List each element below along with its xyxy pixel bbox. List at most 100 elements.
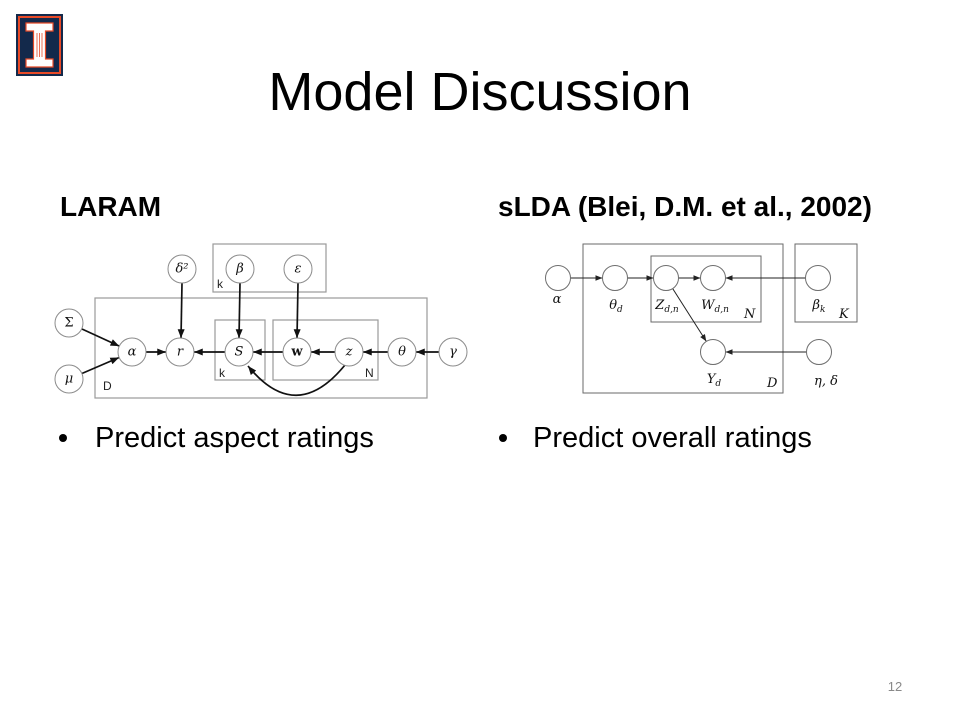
node-z: z	[334, 337, 364, 367]
node-r-observed: r	[165, 337, 195, 367]
slide-title: Model Discussion	[268, 62, 692, 122]
node-delta-squared: δ²	[167, 254, 197, 284]
bullet-marker	[59, 434, 67, 442]
node-theta-d: θd	[602, 265, 628, 315]
node-label: Yd	[707, 372, 722, 389]
node-alpha: α	[117, 337, 147, 367]
node-label: z	[345, 345, 353, 360]
node-theta: θ	[387, 337, 417, 367]
node-circle	[805, 265, 831, 291]
node-label-main: W	[701, 298, 716, 313]
node-sigma: Σ	[54, 308, 84, 338]
edge-sigma-to-alpha	[81, 328, 120, 347]
node-circle-shaded	[165, 337, 195, 367]
slda-heading: sLDA (Blei, D.M. et al., 2002)	[498, 191, 872, 222]
node-circle	[224, 337, 254, 367]
node-circle-shaded	[700, 339, 726, 365]
node-label-main: Z	[654, 298, 665, 313]
laram-bullet: Predict aspect ratings	[95, 422, 374, 454]
node-circle	[806, 339, 832, 365]
node-label-subscript: d	[617, 305, 623, 315]
node-circle	[117, 337, 147, 367]
node-label: γ	[449, 345, 457, 360]
plate-d	[94, 297, 428, 399]
node-label-main: θ	[609, 298, 617, 313]
node-label: μ	[65, 372, 73, 387]
node-s: S	[224, 337, 254, 367]
node-label: α	[128, 345, 137, 360]
node-label: Σ	[64, 316, 73, 331]
node-w-observed: w	[282, 337, 312, 367]
node-label: θ	[398, 345, 406, 360]
node-label-subscript: d,n	[664, 305, 679, 315]
node-label-main: β	[812, 298, 821, 313]
node-label: β	[235, 262, 244, 277]
node-label: θd	[609, 298, 623, 315]
node-eta-delta: η, δ	[806, 339, 838, 389]
node-circle-shaded	[700, 265, 726, 291]
node-label: S	[235, 345, 244, 360]
node-circle	[602, 265, 628, 291]
logo-frame	[18, 16, 61, 74]
node-label-main: η, δ	[814, 374, 838, 389]
plate-k	[794, 243, 858, 323]
node-mu: μ	[54, 364, 84, 394]
node-circle	[545, 265, 571, 291]
node-beta-k: βk	[805, 265, 831, 315]
node-label-subscript: d	[715, 379, 721, 389]
node-label: δ²	[175, 262, 188, 277]
plate-n	[650, 255, 762, 323]
node-label: α	[553, 292, 562, 307]
node-label: Zd,n	[654, 298, 679, 315]
plate-d	[582, 243, 784, 394]
node-label: Wd,n	[701, 298, 729, 315]
node-circle	[167, 254, 197, 284]
edge-delta2-to-r	[177, 282, 185, 339]
node-label: ε	[295, 262, 302, 277]
plate-label-n: N	[365, 366, 374, 380]
node-z-dn: Zd,n	[653, 265, 679, 315]
plate-label-k: K	[838, 307, 850, 322]
slda-graphical-model: D N K α θd Zd,n Wd,n βk	[545, 243, 858, 394]
node-alpha: α	[545, 265, 571, 307]
node-circle	[54, 364, 84, 394]
plate-label-d: D	[103, 379, 112, 393]
edge-epsilon-to-w	[293, 282, 301, 339]
node-beta: β	[225, 254, 255, 284]
edge-z-to-y	[672, 288, 707, 342]
node-label-subscript: k	[820, 305, 825, 315]
node-label: r	[177, 345, 184, 360]
plate-n	[272, 319, 379, 381]
node-label-main: Y	[707, 372, 717, 387]
node-circle	[54, 308, 84, 338]
plate-label-k-top: k	[217, 277, 224, 291]
node-gamma: γ	[438, 337, 468, 367]
laram-heading: LARAM	[60, 191, 162, 222]
node-circle	[225, 254, 255, 284]
illinois-block-i-icon	[16, 14, 63, 76]
node-circle	[283, 254, 313, 284]
node-circle	[438, 337, 468, 367]
laram-graphical-model: k D k N δ² β ε	[54, 243, 468, 399]
plate-label-k-inner: k	[219, 366, 226, 380]
node-circle	[653, 265, 679, 291]
node-circle	[334, 337, 364, 367]
node-label: βk	[812, 298, 826, 315]
node-label-subscript: d,n	[714, 305, 729, 315]
node-label: w	[290, 345, 303, 360]
node-circle-shaded	[282, 337, 312, 367]
edge-mu-to-alpha	[81, 356, 120, 375]
plate-k-top	[212, 243, 327, 293]
edge-beta-to-s	[235, 282, 243, 339]
plate-label-d: D	[766, 376, 778, 391]
node-label-main: α	[553, 292, 562, 307]
edge-z-to-s-curved	[247, 364, 346, 397]
node-w-dn-observed: Wd,n	[700, 265, 729, 315]
node-label: η, δ	[814, 374, 838, 389]
slda-bullet: Predict overall ratings	[533, 422, 812, 454]
node-epsilon: ε	[283, 254, 313, 284]
bullet-marker	[499, 434, 507, 442]
node-circle	[387, 337, 417, 367]
plate-label-n: N	[743, 307, 756, 322]
